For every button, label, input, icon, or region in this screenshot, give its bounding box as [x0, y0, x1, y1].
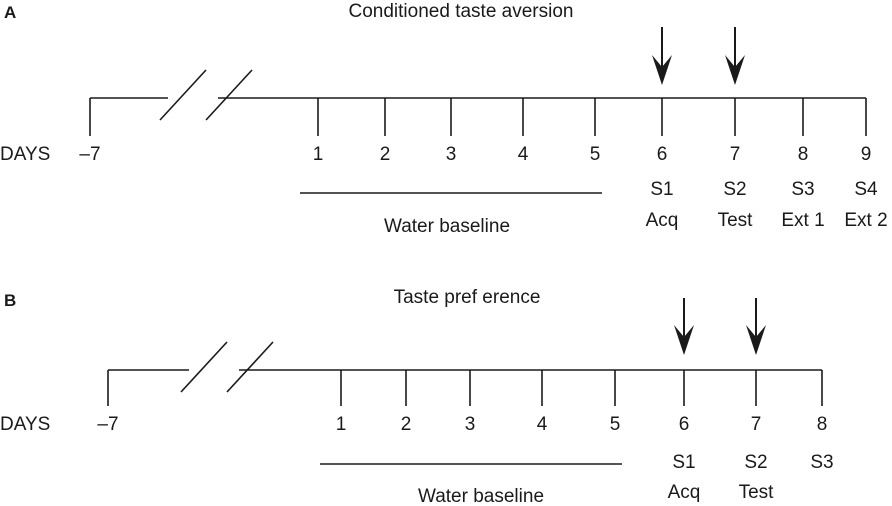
- session-label-s1: S1: [672, 452, 695, 473]
- panel-a-days-label: DAYS: [0, 144, 50, 165]
- phase-label-s1: Acq: [668, 482, 701, 503]
- panel-a-letter: A: [4, 3, 16, 22]
- panel-a-day-minus7: –7: [79, 144, 100, 165]
- tick-label-day-4: 4: [518, 144, 529, 165]
- tick-label-day-7: 7: [751, 414, 762, 435]
- phase-label-s3: Ext 1: [781, 210, 824, 231]
- panel-b: B Taste pref erence DAYS –7 1 2 3 4 5 6 7 8 Wat…: [0, 287, 834, 506]
- panel-b-letter: B: [4, 291, 16, 310]
- down-arrow-icon: [746, 325, 766, 355]
- phase-label-s2: Test: [718, 210, 754, 231]
- panel-a: A Conditioned taste aversion DAYS –7 1 2 3…: [0, 1, 888, 237]
- panel-a-baseline-label: Water baseline: [384, 216, 510, 237]
- axis-break-slash-1: [180, 341, 228, 393]
- tick-label-day-8: 8: [817, 414, 828, 435]
- tick-label-day-2: 2: [380, 144, 391, 165]
- tick-label-day-1: 1: [336, 414, 347, 435]
- tick-label-day-9: 9: [861, 144, 872, 165]
- session-label-s3: S3: [791, 179, 814, 200]
- tick-label-day-6: 6: [679, 414, 690, 435]
- down-arrow-icon: [652, 55, 672, 85]
- tick-label-day-5: 5: [590, 144, 601, 165]
- phase-label-s4: Ext 2: [844, 210, 887, 231]
- tick-label-day-8: 8: [798, 144, 809, 165]
- tick-label-day-1: 1: [313, 144, 324, 165]
- session-label-s2: S2: [744, 452, 767, 473]
- tick-label-day-2: 2: [401, 414, 412, 435]
- session-label-s3: S3: [810, 452, 833, 473]
- phase-label-s2: Test: [739, 482, 775, 503]
- session-label-s2: S2: [723, 179, 746, 200]
- tick-label-day-3: 3: [446, 144, 457, 165]
- down-arrow-icon: [674, 325, 694, 355]
- panel-b-baseline-label: Water baseline: [418, 486, 544, 506]
- panel-a-tick-labels: 1 2 3 4 5 6 7 8 9: [313, 144, 872, 165]
- down-arrow-icon: [725, 55, 745, 85]
- tick-label-day-5: 5: [610, 414, 621, 435]
- axis-break-slash-2: [205, 69, 253, 121]
- panel-b-title: Taste pref erence: [394, 287, 541, 308]
- panel-b-day-minus7: –7: [97, 414, 118, 435]
- panel-a-axis: [89, 69, 867, 136]
- tick-label-day-4: 4: [537, 414, 548, 435]
- session-label-s4: S4: [854, 179, 878, 200]
- panel-b-days-label: DAYS: [0, 414, 50, 435]
- panel-b-axis: [107, 341, 823, 406]
- tick-label-day-6: 6: [657, 144, 668, 165]
- tick-label-day-7: 7: [730, 144, 741, 165]
- panel-a-title: Conditioned taste aversion: [349, 1, 574, 22]
- axis-break-slash-1: [159, 69, 207, 121]
- tick-label-day-3: 3: [465, 414, 476, 435]
- axis-break-slash-2: [226, 341, 274, 393]
- session-label-s1: S1: [650, 179, 673, 200]
- panel-b-tick-labels: 1 2 3 4 5 6 7 8: [336, 414, 828, 435]
- phase-label-s1: Acq: [646, 210, 679, 231]
